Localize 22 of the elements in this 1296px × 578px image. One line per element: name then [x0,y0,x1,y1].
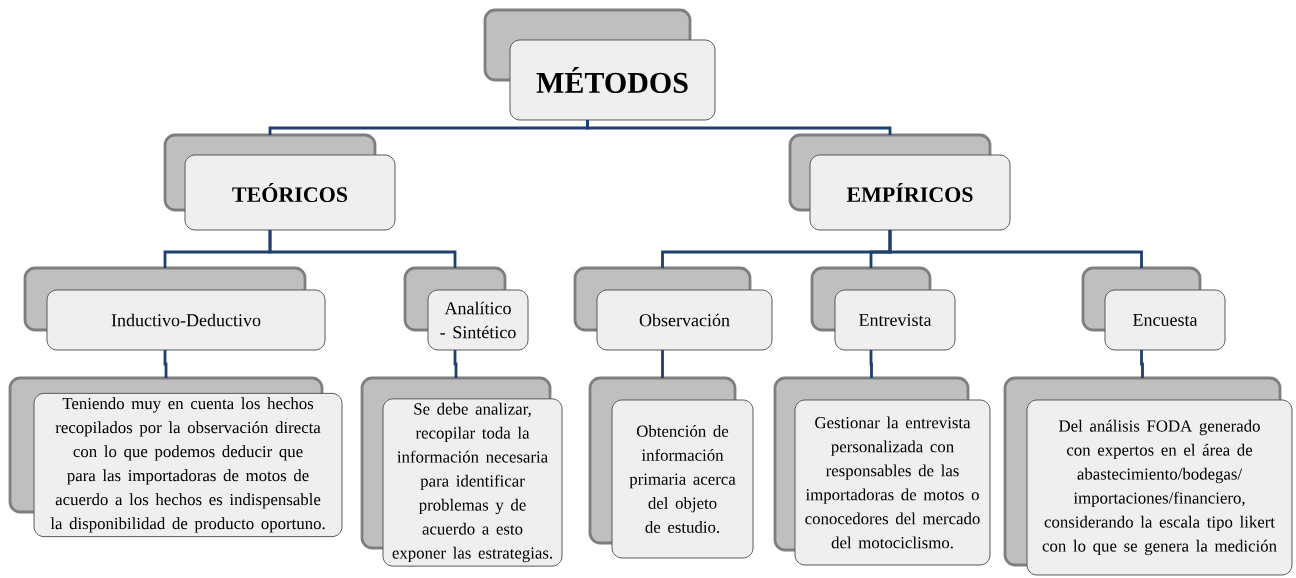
connector-line [163,350,168,378]
connector-line [268,230,457,268]
process-box: Se debe analizar, recopilar toda la información necesaria para identificar problemas y de acuerdo a esto exponer las estrategias. [360,376,563,567]
process-box: MÉTODOS [483,8,716,121]
process-box: Entrevista [810,266,956,351]
process-box: Encuesta [1081,266,1226,351]
connector-line [888,230,1143,268]
process-box: Analítico - Sintético [403,266,529,351]
process-box: EMPÍRICOS [788,133,1011,231]
connector-line [661,350,664,378]
process-box: Inductivo-Deductivo [23,266,326,351]
process-box: Del análisis FODA generado con expertos en el área de abastecimiento/bodegas/importaciones/financiero, considerando la escala tipo likert con lo que se genera la medición [1003,376,1293,576]
connector-line [453,350,458,378]
process-box: Teniendo muy en cuenta los hechos recopilados por la observación directa con lo que podemos deducir que para las importadoras de motos de acuerdo a los hechos es indispensable la disponibilidad de producto oportuno. [8,376,343,538]
process-box: TEÓRICOS [163,133,396,231]
connector-line [586,120,892,135]
node-label: exponer las estrategias. [392,546,553,563]
connector-line [1140,350,1144,378]
process-box: Gestionar la entrevista personalizada con responsables de las importadoras de motos o conocedores del mercado del motociclismo. [773,376,991,566]
process-box: Observación [573,266,773,351]
process-box: Obtención de información primaria acerca del objeto de estudio. [588,376,754,559]
connector-line [869,350,873,378]
